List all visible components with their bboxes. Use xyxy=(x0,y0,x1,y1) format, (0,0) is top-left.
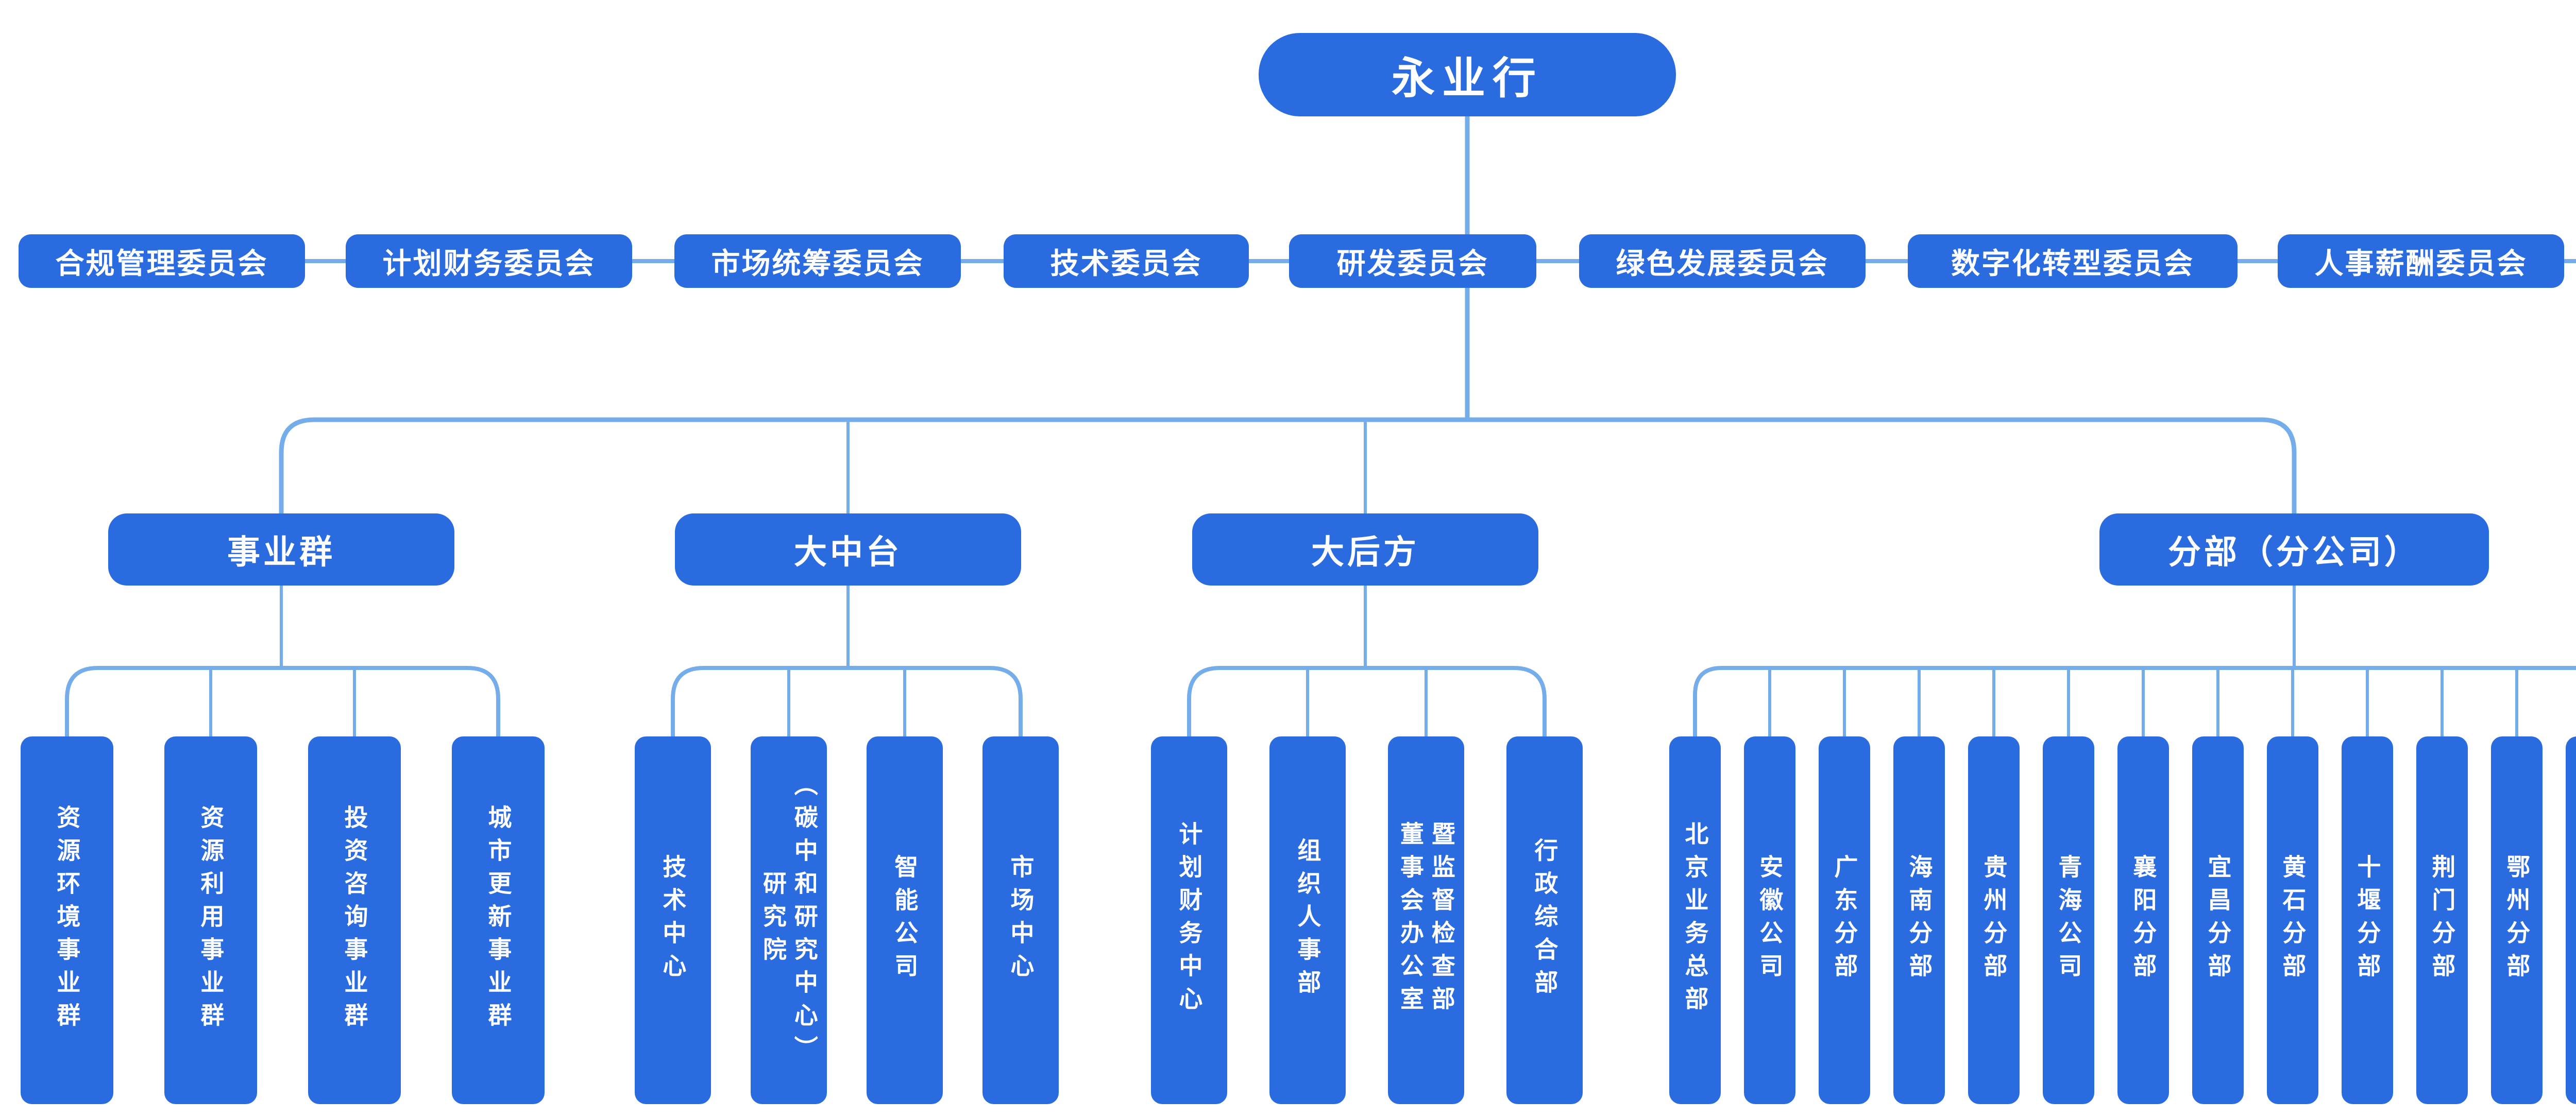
node-label: 荆门分部 xyxy=(2428,854,2456,986)
department-node: 智能公司 xyxy=(867,736,943,1104)
group-node: 大中台 xyxy=(675,513,1021,586)
committee-node: 技术委员会 xyxy=(1004,234,1249,288)
department-node: 襄阳分部 xyxy=(2117,736,2169,1104)
group-node: 大后方 xyxy=(1192,513,1538,586)
node-label: 资源环境事业群 xyxy=(53,805,81,1036)
node-label: 分部（分公司） xyxy=(2168,534,2420,572)
department-node: 广东分部 xyxy=(1819,736,1870,1104)
node-label: 行政综合部 xyxy=(1531,838,1559,1003)
node-label: 董事会办公室 暨监督检查部 xyxy=(1397,821,1456,1019)
committee-node: 研发委员会 xyxy=(1289,234,1536,288)
department-node: 董事会办公室 暨监督检查部 xyxy=(1388,736,1464,1104)
department-node: 海南分部 xyxy=(1893,736,1945,1104)
department-node: 黄石分部 xyxy=(2267,736,2318,1104)
group-node: 事业群 xyxy=(108,513,454,586)
node-label: 合规管理委员会 xyxy=(55,247,268,281)
node-label: 人事薪酬委员会 xyxy=(2314,247,2528,281)
node-label: 事业群 xyxy=(227,534,335,572)
node-label: 投资咨询事业群 xyxy=(341,805,369,1036)
department-node: 贵州分部 xyxy=(1968,736,2020,1104)
node-label: 市场中心 xyxy=(1007,854,1035,986)
node-label: 智能公司 xyxy=(891,854,919,986)
node-label: 永业行 xyxy=(1391,53,1543,104)
department-node: 荆门分部 xyxy=(2416,736,2468,1104)
node-label: 宜昌分部 xyxy=(2204,854,2232,986)
node-label: 研发委员会 xyxy=(1336,247,1489,281)
node-label: 绿色发展委员会 xyxy=(1616,247,1829,281)
department-node: 宜昌分部 xyxy=(2192,736,2244,1104)
committee-node: 绿色发展委员会 xyxy=(1579,234,1866,288)
department-node: 青海公司 xyxy=(2043,736,2094,1104)
node-label: 资源利用事业群 xyxy=(197,805,225,1036)
node-label: 十堰分部 xyxy=(2353,854,2382,986)
node-label: 广东分部 xyxy=(1831,854,1859,986)
department-node: 研究院 （碳中和研究中心） xyxy=(751,736,827,1104)
node-label: 黄石分部 xyxy=(2279,854,2307,986)
department-node: 安徽公司 xyxy=(1744,736,1795,1104)
node-label: 海南分部 xyxy=(1905,854,1934,986)
node-label: 青海公司 xyxy=(2055,854,2083,986)
node-label: 城市更新事业群 xyxy=(484,805,513,1036)
committee-node: 计划财务委员会 xyxy=(346,234,632,288)
node-label: 市场统筹委员会 xyxy=(711,247,924,281)
department-node: 资源利用事业群 xyxy=(164,736,257,1104)
root-node: 永业行 xyxy=(1259,33,1676,116)
committee-node: 合规管理委员会 xyxy=(19,234,305,288)
department-node: 计划财务中心 xyxy=(1151,736,1227,1104)
node-label: 贵州分部 xyxy=(1980,854,2008,986)
node-label: 技术委员会 xyxy=(1050,247,1202,281)
node-label: 技术中心 xyxy=(659,854,687,986)
department-node: 鄂州分部 xyxy=(2491,736,2543,1104)
department-node: 技术中心 xyxy=(635,736,711,1104)
group-node: 分部（分公司） xyxy=(2099,513,2489,586)
department-node: 北京业务总部 xyxy=(1669,736,1721,1104)
committee-node: 市场统筹委员会 xyxy=(674,234,961,288)
committee-node: 数字化转型委员会 xyxy=(1908,234,2238,288)
node-label: 北京业务总部 xyxy=(1681,821,1709,1019)
node-label: 数字化转型委员会 xyxy=(1951,247,2194,281)
node-label: 研究院 （碳中和研究中心） xyxy=(759,772,819,1069)
department-node: 城市更新事业群 xyxy=(452,736,545,1104)
department-node: 组织人事部 xyxy=(1269,736,1346,1104)
node-label: 组织人事部 xyxy=(1294,838,1322,1003)
node-label: 大中台 xyxy=(794,534,902,572)
node-label: 计划财务委员会 xyxy=(382,247,596,281)
department-node: 十堰分部 xyxy=(2342,736,2393,1104)
department-node: 资源环境事业群 xyxy=(21,736,113,1104)
department-node: 市场中心 xyxy=(982,736,1059,1104)
committee-node: 人事薪酬委员会 xyxy=(2278,234,2564,288)
node-label: 鄂州分部 xyxy=(2503,854,2531,986)
node-label: 计划财务中心 xyxy=(1175,821,1204,1019)
department-node: 孝感分部 xyxy=(2566,736,2576,1104)
department-node: 投资咨询事业群 xyxy=(308,736,401,1104)
department-node: 行政综合部 xyxy=(1506,736,1583,1104)
node-label: 大后方 xyxy=(1311,534,1419,572)
node-label: 安徽公司 xyxy=(1756,854,1784,986)
node-label: 襄阳分部 xyxy=(2129,854,2158,986)
